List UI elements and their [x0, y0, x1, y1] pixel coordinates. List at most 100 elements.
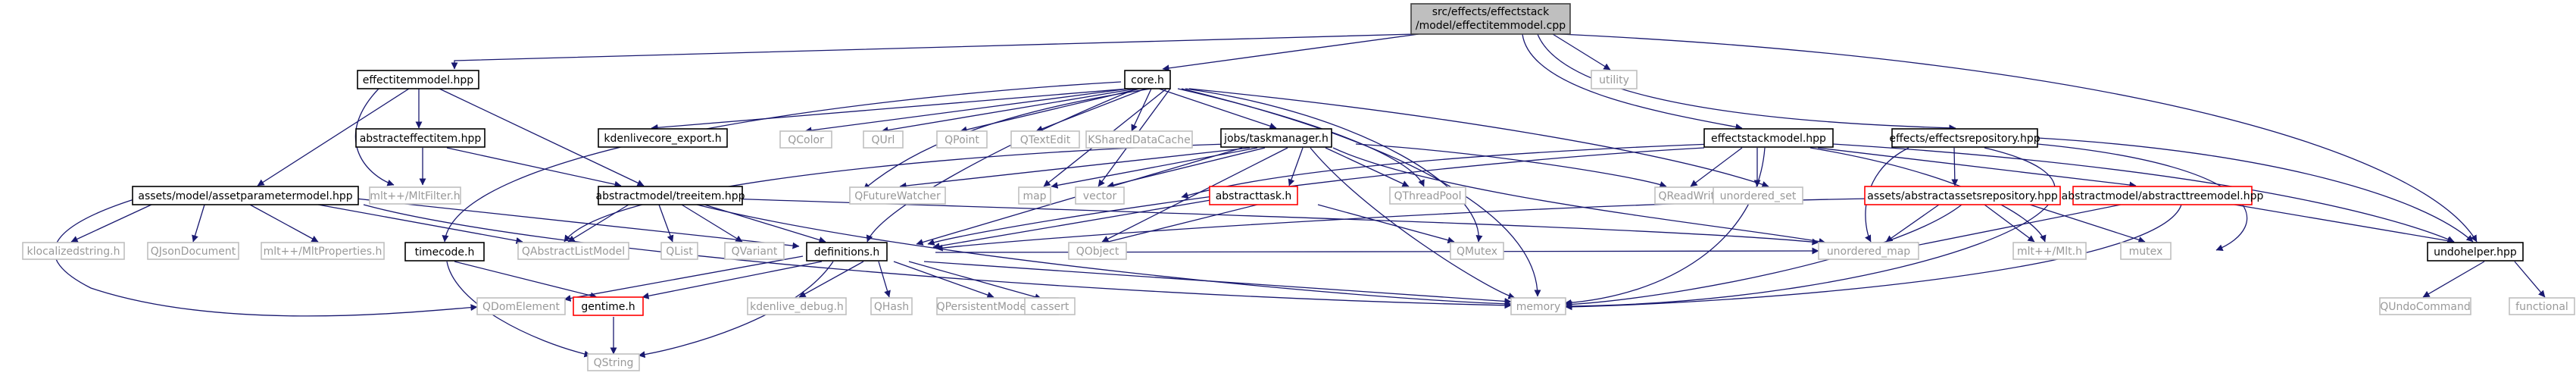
edge-definitions-to-unordered-map: [935, 247, 1819, 255]
node-abstracteffectitem-hpp[interactable]: abstracteffectitem.hpp: [355, 128, 486, 148]
node-abstracttreemodel-hpp-box: [2072, 186, 2253, 205]
node-cassert-label: cassert: [1031, 301, 1069, 313]
node-qfuturewatcher-label: QFutureWatcher: [854, 190, 941, 202]
edge-taskmanager-to-qfuturewatcher: [899, 147, 1251, 190]
node-root[interactable]: src/effects/effectstack/model/effectitem…: [1410, 3, 1571, 35]
node-cassert: cassert: [1024, 297, 1076, 315]
edge-root-to-undohelper: [1560, 33, 2478, 243]
node-qdomelement-label: QDomElement: [482, 301, 560, 313]
edge-effectstackmodel-to-qobject-sec: [1181, 143, 1713, 199]
node-kdenlive-debug-h-box: [747, 297, 847, 315]
node-undohelper-hpp-box: [2427, 242, 2524, 262]
edge-taskmanager-to-qthreadpool: [1325, 147, 1410, 187]
node-root-box: [1410, 3, 1571, 35]
edge-abstractassetsrepository-to-definitions: [935, 198, 1872, 252]
node-qurl-box: [863, 130, 904, 149]
edge-asset-to-definitions: [355, 198, 800, 249]
node-root-label-line-2: /model/effectitemmodel.cpp: [1416, 20, 1566, 32]
edge-taskmanager-to-map: [1051, 147, 1258, 189]
node-abstracttreemodel-hpp[interactable]: abstractmodel/abstracttreemodel.hpp: [2062, 186, 2264, 205]
node-treeitem-hpp[interactable]: abstractmodel/treeitem.hpp: [596, 186, 745, 205]
node-kdenlivecore-export-h-box: [598, 128, 728, 148]
node-abstracteffectitem-hpp-box: [355, 128, 486, 148]
node-qvariant-box: [724, 242, 785, 260]
node-effectsrepository-hpp-label: effects/effectsrepository.hpp: [1889, 133, 2040, 145]
edge-abstractassetsrepository-to-memory: [1565, 204, 1962, 309]
node-mlt-mlt-h-box: [2012, 242, 2087, 260]
node-map-label: map: [1023, 190, 1046, 202]
node-qvariant: QVariant: [724, 242, 785, 260]
edge-root-to-effectitemmodel: [451, 33, 1415, 70]
node-utility-label: utility: [1599, 74, 1629, 86]
node-map: map: [1018, 186, 1051, 205]
node-effectsrepository-hpp-box: [1891, 128, 2038, 148]
node-utility: utility: [1591, 70, 1638, 89]
node-gentime-h-box: [573, 296, 644, 316]
node-kdenlivecore-export-h-label: kdenlivecore_export.h: [604, 133, 721, 145]
edge-treeitem-to-qabstractlistmodel: [567, 204, 629, 243]
edge-abstracttask-to-definitions: [932, 198, 1220, 250]
node-qabstractlistmodel: QAbstractListModel: [517, 242, 629, 260]
node-qpoint-label: QPoint: [945, 134, 979, 146]
edge-abstractassetsrepository-to-mlt: [1984, 204, 2035, 243]
node-functional: functional: [2509, 297, 2575, 315]
node-qstring: QString: [587, 353, 640, 371]
node-qundocommand: QUndoCommand: [2379, 297, 2471, 315]
edge-treeitem-to-qvariant: [681, 204, 743, 243]
node-qurl-label: QUrl: [872, 134, 895, 146]
node-effectstackmodel-hpp[interactable]: effectstackmodel.hpp: [1703, 128, 1834, 148]
edge-core-to-definitions: [866, 88, 1137, 243]
node-effectstackmodel-hpp-box: [1703, 128, 1834, 148]
edge-definitions-to-qhash: [878, 261, 891, 298]
node-qpoint-box: [936, 130, 988, 149]
node-abstractassetsrepository-hpp-label: assets/abstractassetsrepository.hpp: [1867, 190, 2058, 202]
node-qfuturewatcher: QFutureWatcher: [849, 186, 946, 205]
edge-core-to-taskmanager: [1158, 88, 1277, 130]
node-kdenlivecore-export-h[interactable]: kdenlivecore_export.h: [598, 128, 728, 148]
edge-treeitem-to-memory: [696, 204, 1512, 308]
node-treeitem-hpp-box: [598, 186, 743, 205]
node-qthreadpool-label: QThreadPool: [1394, 190, 1462, 202]
node-qcolor: QColor: [779, 130, 832, 149]
node-vector-label: vector: [1083, 190, 1117, 202]
edge-core-to-qmutex: [1185, 88, 1483, 243]
node-definitions-h[interactable]: definitions.h: [806, 242, 888, 262]
edge-asset-to-qjsondocument: [192, 204, 205, 243]
node-qundocommand-label: QUndoCommand: [2380, 301, 2471, 313]
node-functional-box: [2509, 297, 2575, 315]
edge-timecode-to-gentime: [454, 261, 598, 299]
node-timecode-h[interactable]: timecode.h: [404, 242, 485, 262]
node-abstracttask-h-box: [1209, 186, 1298, 205]
node-core-h[interactable]: core.h: [1124, 70, 1171, 89]
node-kdenlive-debug-h-label: kdenlive_debug.h: [750, 301, 844, 313]
edge-treeitem-to-definitions: [704, 204, 826, 243]
edge-abstracttask-to-qobject: [1101, 204, 1258, 246]
node-klocalizedstring-h-box: [22, 242, 125, 260]
node-unordered-set: unordered_set: [1713, 186, 1803, 205]
node-mlt-mltproperties-h-box: [261, 242, 385, 260]
node-effectsrepository-hpp[interactable]: effects/effectsrepository.hpp: [1889, 128, 2041, 148]
node-qmutex-box: [1450, 242, 1504, 260]
node-abstractassetsrepository-hpp[interactable]: assets/abstractassetsrepository.hpp: [1864, 186, 2061, 205]
node-gentime-h[interactable]: gentime.h: [573, 296, 644, 316]
node-undohelper-hpp[interactable]: undohelper.hpp: [2427, 242, 2524, 262]
node-qhash: QHash: [870, 297, 913, 315]
node-effectitemmodel-hpp[interactable]: effectitemmodel.hpp: [357, 70, 479, 89]
edge-core-to-qcolor: [804, 88, 1129, 134]
edge-abstracttreemodel-to-memory: [1565, 204, 2182, 311]
edge-core-to-qurl: [881, 88, 1137, 134]
node-qmutex-label: QMutex: [1457, 246, 1497, 258]
edge-core-to-unordered-set: [1188, 88, 1769, 188]
edge-effectitemmodel-to-assetparametermodel: [257, 88, 410, 186]
edge-abstractassetsrepository-to-unordered-map: [1885, 204, 1940, 243]
node-taskmanager-h[interactable]: jobs/taskmanager.h: [1220, 128, 1332, 148]
edge-taskmanager-to-abstracttask: [1288, 147, 1304, 186]
node-unordered-set-label: unordered_set: [1720, 190, 1797, 202]
node-qjsondocument: QJsonDocument: [147, 242, 239, 260]
node-qtextedit-box: [1010, 130, 1080, 149]
edge-undohelper-to-functional: [2514, 261, 2546, 298]
node-abstracttask-h[interactable]: abstracttask.h: [1209, 186, 1298, 205]
node-assetparametermodel-hpp[interactable]: assets/model/assetparametermodel.hpp: [132, 186, 359, 205]
edge-effectsrepository-to-abstractassetsrepository: [1951, 147, 1959, 186]
edge-taskmanager-to-qabstractlistmodel: [564, 143, 1228, 243]
